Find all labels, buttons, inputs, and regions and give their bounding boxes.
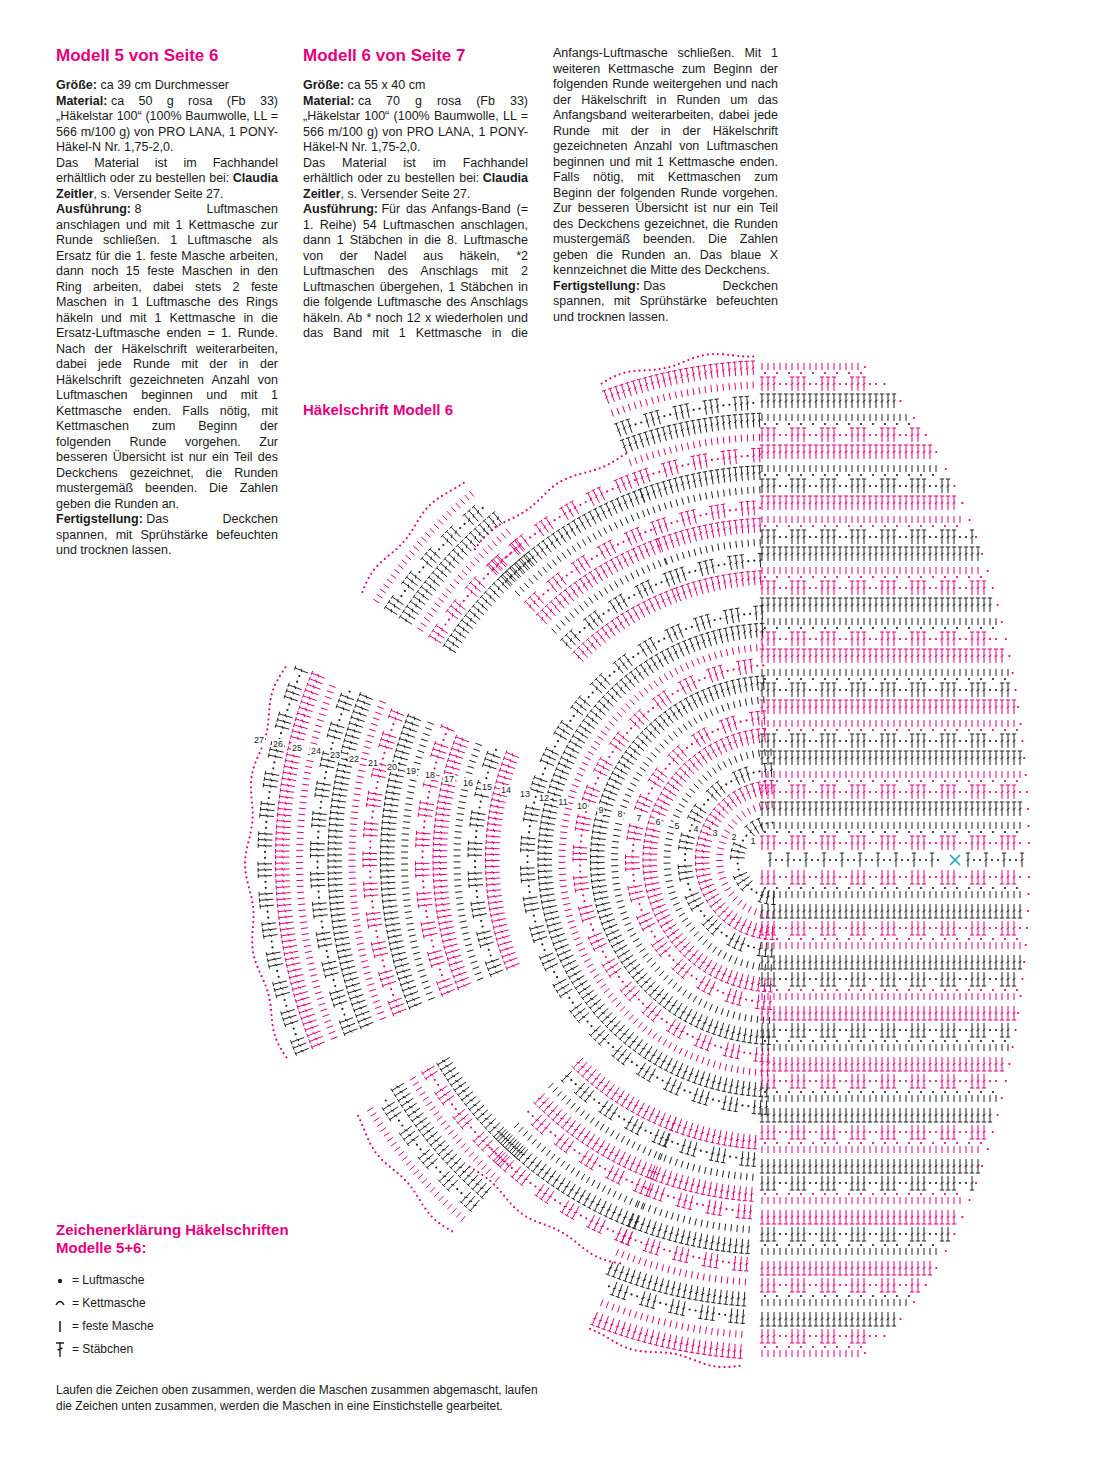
paragraph: Größe:ca 55 x 40 cm bbox=[303, 78, 528, 94]
text-column: Modell 5 von Seite 6 Größe:ca 39 cm Durch… bbox=[56, 46, 278, 559]
center-mark bbox=[950, 855, 960, 865]
field-label: Größe: bbox=[303, 78, 344, 92]
paragraph: Ausführung:8 Luftmaschen anschlagen und … bbox=[56, 202, 278, 512]
round-number: 1 bbox=[749, 836, 756, 846]
chart-title: Häkelschrift Modell 6 bbox=[303, 401, 453, 419]
round-number: 26 bbox=[272, 739, 284, 749]
chain-symbols bbox=[244, 353, 1030, 1368]
round-number: 15 bbox=[481, 782, 493, 792]
round-number: 10 bbox=[576, 801, 588, 811]
body-text: ca 55 x 40 cm bbox=[347, 78, 425, 92]
round-number: 20 bbox=[386, 762, 398, 772]
paragraph: Material:ca 70 g rosa (Fb 33) „Häkelstar… bbox=[303, 94, 528, 156]
model-heading: Modell 6 von Seite 7 bbox=[303, 46, 528, 66]
round-number: 7 bbox=[635, 813, 642, 823]
round-number: 16 bbox=[462, 778, 474, 788]
round-number: 2 bbox=[730, 832, 737, 842]
round-number: 6 bbox=[654, 817, 661, 827]
body-text: , s. Versender Seite 27. bbox=[341, 187, 471, 201]
legend-text: = Kettmasche bbox=[72, 1296, 146, 1311]
round-number: 11 bbox=[557, 797, 568, 807]
field-label: Fertigstellung: bbox=[56, 512, 143, 526]
chain-symbol bbox=[58, 1279, 62, 1283]
round-number: 23 bbox=[329, 750, 341, 760]
field-label: Material: bbox=[303, 94, 354, 108]
body-text: , s. Versender Seite 27. bbox=[94, 187, 224, 201]
paragraph: Das Material ist im Fachhandel erhältlic… bbox=[303, 156, 528, 203]
double-crochet-symbol bbox=[56, 1342, 64, 1357]
round-number: 14 bbox=[500, 785, 512, 795]
footnote: Laufen die Zeichen oben zusammen, werden… bbox=[56, 1383, 556, 1414]
round-number: 24 bbox=[310, 746, 322, 756]
body-text: 8 Luftmaschen anschlagen und mit 1 Kettm… bbox=[56, 202, 278, 511]
field-label: Ausführung: bbox=[56, 202, 131, 216]
round-number: 12 bbox=[538, 793, 550, 803]
field-label: Material: bbox=[56, 94, 107, 108]
legend-text: = feste Masche bbox=[72, 1319, 154, 1334]
round-number: 22 bbox=[348, 754, 360, 764]
slip-stitch-symbol bbox=[56, 1302, 64, 1306]
legend-heading: Zeichenerklärung Häkelschriften Modelle … bbox=[56, 1221, 289, 1256]
round-number: 18 bbox=[424, 770, 436, 780]
field-label: Größe: bbox=[56, 78, 97, 92]
round-number: 19 bbox=[405, 766, 417, 776]
paragraph: Das Material ist im Fachhandel erhältlic… bbox=[56, 156, 278, 203]
paragraph: Fertigstellung:Das Deckchen spannen, mit… bbox=[56, 512, 278, 559]
field-label: Ausführung: bbox=[303, 202, 378, 216]
round-number: 25 bbox=[291, 743, 303, 753]
footnote-text: Laufen die Zeichen oben zusammen, werden… bbox=[56, 1383, 538, 1413]
round-number: 17 bbox=[443, 774, 455, 784]
round-number: 8 bbox=[616, 809, 623, 819]
round-number: 9 bbox=[597, 805, 604, 815]
legend-text: = Luftmasche bbox=[72, 1273, 144, 1288]
text-column: Modell 6 von Seite 7Größe:ca 55 x 40 cmM… bbox=[303, 46, 1028, 351]
round-number: 4 bbox=[692, 824, 699, 834]
paragraph: Größe:ca 39 cm Durchmesser bbox=[56, 78, 278, 94]
body-text: ca 39 cm Durchmesser bbox=[100, 78, 229, 92]
stitch-symbols bbox=[258, 394, 1024, 1326]
round-number: 21 bbox=[367, 758, 379, 768]
round-number: 27 bbox=[253, 735, 265, 745]
round-number: 3 bbox=[711, 828, 718, 838]
paragraph: Material:ca 50 g rosa (Fb 33) „Häkelstar… bbox=[56, 94, 278, 156]
model-heading: Modell 5 von Seite 6 bbox=[56, 46, 278, 66]
round-number: 5 bbox=[673, 821, 680, 831]
single-crochet-symbol bbox=[59, 1321, 61, 1332]
round-number: 13 bbox=[519, 789, 531, 799]
legend-box: Zeichenerklärung Häkelschriften Modelle … bbox=[56, 1221, 336, 1257]
paragraph: Fertigstellung:Das Deckchen spannen, mit… bbox=[553, 279, 778, 326]
chain-symbols bbox=[264, 402, 1018, 1316]
field-label: Fertigstellung: bbox=[553, 279, 640, 293]
legend-text: = Stäbchen bbox=[72, 1342, 133, 1357]
